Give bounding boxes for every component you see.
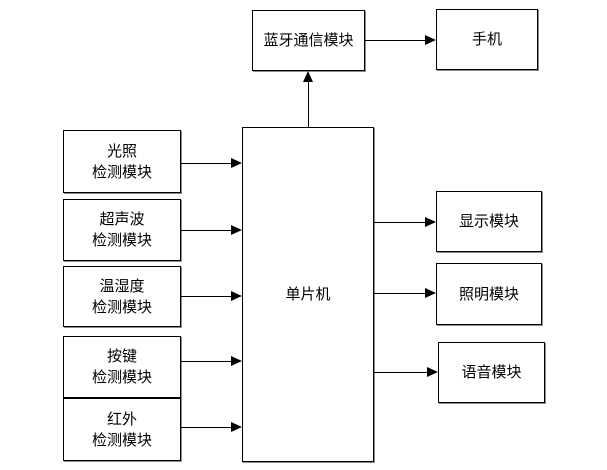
mcu-label: 单片机	[285, 285, 331, 303]
arrow-line	[181, 426, 235, 428]
bluetooth-module-label: 蓝牙通信模块	[263, 31, 354, 49]
arrowhead-up-icon	[303, 71, 313, 82]
arrow-line	[374, 371, 431, 373]
arrow-line	[181, 360, 235, 362]
arrow-line	[181, 162, 235, 164]
arrow-line	[181, 229, 235, 231]
arrow-bluetooth-to-phone	[365, 35, 436, 45]
arrow-line	[307, 78, 309, 127]
button-sensor-block: 按键 检测模块	[63, 336, 181, 398]
arrowhead-right-icon	[231, 225, 242, 235]
lighting-module-block: 照明模块	[436, 263, 542, 325]
mcu-block: 单片机	[242, 127, 374, 462]
temp-humidity-sensor-block: 温湿度 检测模块	[63, 266, 181, 327]
arrowhead-right-icon	[231, 422, 242, 432]
voice-module-label: 语音模块	[461, 363, 522, 381]
display-module-block: 显示模块	[436, 191, 542, 252]
arrow-line	[374, 221, 429, 223]
arrowhead-right-icon	[427, 367, 438, 377]
bluetooth-module-block: 蓝牙通信模块	[252, 10, 365, 71]
arrowhead-right-icon	[231, 158, 242, 168]
phone-block: 手机	[436, 9, 538, 70]
voice-module-block: 语音模块	[438, 342, 545, 403]
arrowhead-right-icon	[425, 35, 436, 45]
arrow-light-to-mcu	[181, 158, 242, 168]
infrared-sensor-label: 红外 检测模块	[91, 409, 152, 449]
arrow-mcu-to-display	[374, 217, 436, 227]
arrowhead-right-icon	[425, 288, 436, 298]
arrow-ultrasonic-to-mcu	[181, 225, 242, 235]
ultrasonic-sensor-block: 超声波 检测模块	[63, 199, 181, 261]
arrow-line	[374, 292, 429, 294]
temp-humidity-sensor-label: 温湿度 检测模块	[91, 276, 152, 316]
arrowhead-right-icon	[231, 356, 242, 366]
arrow-line	[181, 295, 235, 297]
arrow-mcu-to-bluetooth	[303, 71, 313, 127]
ultrasonic-sensor-label: 超声波 检测模块	[91, 210, 152, 249]
arrowhead-right-icon	[425, 217, 436, 227]
arrow-mcu-to-lighting	[374, 288, 436, 298]
arrow-infrared-to-mcu	[181, 422, 242, 432]
display-module-label: 显示模块	[458, 212, 519, 230]
lighting-module-label: 照明模块	[458, 284, 519, 303]
arrow-line	[365, 39, 429, 41]
arrow-temp-humidity-to-mcu	[181, 291, 242, 301]
button-sensor-label: 按键 检测模块	[91, 347, 152, 386]
arrow-button-to-mcu	[181, 356, 242, 366]
light-sensor-block: 光照 检测模块	[63, 130, 181, 193]
light-sensor-label: 光照 检测模块	[91, 141, 152, 181]
phone-label: 手机	[471, 30, 502, 48]
arrow-mcu-to-voice	[374, 367, 438, 377]
arrowhead-right-icon	[231, 291, 242, 301]
infrared-sensor-block: 红外 检测模块	[63, 398, 181, 461]
